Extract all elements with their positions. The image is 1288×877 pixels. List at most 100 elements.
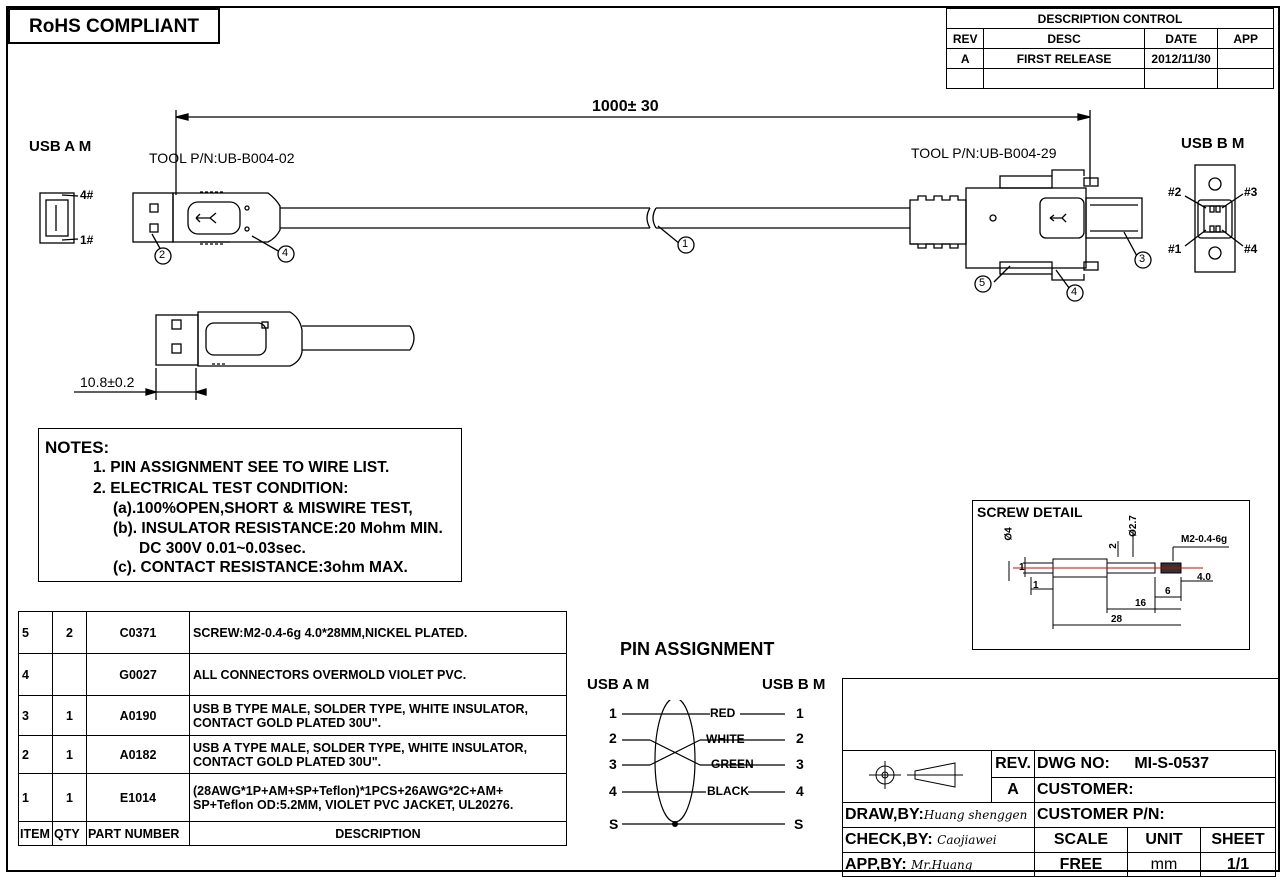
date-header: DATE — [1143, 28, 1219, 49]
check-by-label: CHECK,BY: — [845, 831, 933, 848]
description-control-table: DESCRIPTION CONTROL REV DESC DATE APP A … — [945, 8, 1274, 89]
balloon-4b — [1066, 284, 1084, 302]
bom-item: 4 — [18, 653, 53, 696]
dwg-no-label: DWG NO: — [1037, 754, 1110, 772]
bom-header-item: ITEM — [18, 821, 53, 846]
screw-detail-box: SCREW DETAIL M2-0.4-6g Ø4 Ø2.7 2 1 1 4.0… — [972, 500, 1250, 650]
bill-of-materials: 5 2 C0371 SCREW:M2-0.4-6g 4.0*28MM,NICKE… — [18, 611, 567, 846]
desc-cell — [983, 68, 1145, 89]
balloon-3 — [1134, 251, 1152, 269]
rev-header: REV — [945, 28, 985, 49]
bom-part: E1014 — [86, 773, 190, 822]
bom-row: 1 1 E1014 (28AWG*1P+AM+SP+Teflon)*1PCS+2… — [18, 773, 567, 822]
dwg-no-value: MI-S-0537 — [1134, 754, 1210, 772]
drawing-frame — [6, 6, 1280, 872]
balloon-5 — [974, 275, 992, 293]
wire-color-green: GREEN — [711, 757, 754, 771]
pin-b-2: #2 — [1168, 185, 1182, 199]
wire-color-red: RED — [710, 706, 736, 720]
screw-dim-d27: Ø2.7 — [1127, 515, 1139, 537]
date-cell — [1143, 68, 1219, 89]
screw-dim-40: 4.0 — [1197, 572, 1211, 583]
bom-qty: 1 — [52, 695, 87, 736]
screw-dim-28: 28 — [1111, 614, 1123, 625]
note-line: 1. PIN ASSIGNMENT SEE TO WIRE LIST. — [93, 459, 390, 476]
bom-row: 2 1 A0182 USB A TYPE MALE, SOLDER TYPE, … — [18, 735, 567, 774]
bom-desc: SCREW:M2-0.4-6g 4.0*28MM,NICKEL PLATED. — [189, 611, 567, 654]
notes-box: NOTES: 1. PIN ASSIGNMENT SEE TO WIRE LIS… — [38, 428, 462, 582]
screw-dim-1a: 1 — [1019, 562, 1025, 573]
rev-cell — [945, 68, 985, 89]
screw-dim-d4: Ø4 — [1003, 527, 1015, 541]
customer-label: CUSTOMER: — [1034, 776, 1276, 804]
bom-header-qty: QTY — [52, 821, 87, 846]
pin-right-header: USB B M — [762, 676, 826, 693]
screw-thread-label: M2-0.4-6g — [1181, 534, 1228, 545]
bom-qty: 2 — [52, 611, 87, 654]
pin-a-1: 1# — [80, 233, 94, 247]
screw-dim-16: 16 — [1135, 598, 1147, 609]
draw-by-label: DRAW,BY: — [845, 806, 924, 823]
pin-right-2: 2 — [796, 730, 804, 746]
tool-a-label: TOOL P/N:UB-B004-02 — [149, 150, 295, 166]
bom-item: 2 — [18, 735, 53, 774]
bom-row: 3 1 A0190 USB B TYPE MALE, SOLDER TYPE, … — [18, 695, 567, 736]
sheet-label: SHEET — [1200, 827, 1276, 853]
rohs-compliant-stamp: RoHS COMPLIANT — [8, 8, 220, 44]
desc-cell: FIRST RELEASE — [983, 48, 1145, 69]
pin-b-1: #1 — [1168, 242, 1182, 256]
bom-desc: USB B TYPE MALE, SOLDER TYPE, WHITE INSU… — [189, 695, 567, 736]
balloon-2-label: 2 — [159, 249, 166, 261]
pin-left-header: USB A M — [587, 676, 650, 693]
app-by-signature: Mr.Huang — [911, 857, 973, 872]
wire-color-white: WHITE — [706, 732, 745, 746]
projection-symbol-cell — [842, 750, 992, 803]
notes-title: NOTES: — [45, 438, 110, 457]
pin-left-4: 4 — [609, 783, 617, 799]
bom-qty: 1 — [52, 735, 87, 774]
note-line: (b). INSULATOR RESISTANCE:20 Mohm MIN. — [113, 520, 443, 537]
balloon-5-label: 5 — [979, 277, 986, 289]
note-line: 2. ELECTRICAL TEST CONDITION: — [93, 480, 349, 497]
third-angle-projection-icon — [869, 761, 963, 789]
usb-b-label: USB B M — [1181, 135, 1245, 152]
bom-row: 4 G0027 ALL CONNECTORS OVERMOLD VIOLET P… — [18, 653, 567, 696]
pin-right-3: 3 — [796, 756, 804, 772]
screw-detail-drawing — [1008, 531, 1229, 629]
bom-qty — [52, 653, 87, 696]
balloon-1 — [677, 236, 695, 254]
draw-by-signature: Huang shenggen — [923, 808, 1028, 822]
bom-header-part: PART NUMBER — [86, 821, 190, 846]
bom-qty: 1 — [52, 773, 87, 822]
bom-part: A0182 — [86, 735, 190, 774]
pin-right-s: S — [794, 816, 804, 832]
bom-part: A0190 — [86, 695, 190, 736]
check-by-cell: CHECK,BY: Caojiawei — [842, 827, 1035, 853]
app-by-cell: APP,BY: Mr.Huang — [842, 852, 1035, 877]
rev-label: REV. — [991, 750, 1035, 778]
wire-color-black: BLACK — [707, 784, 749, 798]
balloon-2 — [154, 247, 172, 265]
pin-b-3: #3 — [1244, 185, 1258, 199]
pin-a-4: 4# — [80, 188, 94, 202]
pin-left-2: 2 — [609, 730, 617, 746]
unit-value: mm — [1127, 852, 1201, 877]
pin-left-1: 1 — [609, 705, 617, 721]
screw-dim-1b: 1 — [1033, 580, 1039, 591]
scale-value: FREE — [1034, 852, 1128, 877]
bom-item: 5 — [18, 611, 53, 654]
bom-desc: (28AWG*1P+AM+SP+Teflon)*1PCS+26AWG*2C+AM… — [189, 773, 567, 822]
pin-wiring-diagram — [622, 700, 785, 827]
app-header: APP — [1217, 28, 1274, 49]
length-dimension: 1000± 30 — [592, 98, 659, 115]
pin-right-1: 1 — [796, 705, 804, 721]
title-block-table: REV. DWG NO: MI-S-0537 A CUSTOMER: DRAW,… — [842, 750, 1276, 877]
check-by-signature: Caojiawei — [937, 833, 997, 847]
bom-header-row: ITEM QTY PART NUMBER DESCRIPTION — [18, 821, 567, 846]
pin-left-3: 3 — [609, 756, 617, 772]
note-line: (c). CONTACT RESISTANCE:3ohm MAX. — [113, 559, 408, 576]
bom-part: C0371 — [86, 611, 190, 654]
bom-item: 3 — [18, 695, 53, 736]
draw-by-cell: DRAW,BY:Huang shenggen — [842, 802, 1035, 828]
